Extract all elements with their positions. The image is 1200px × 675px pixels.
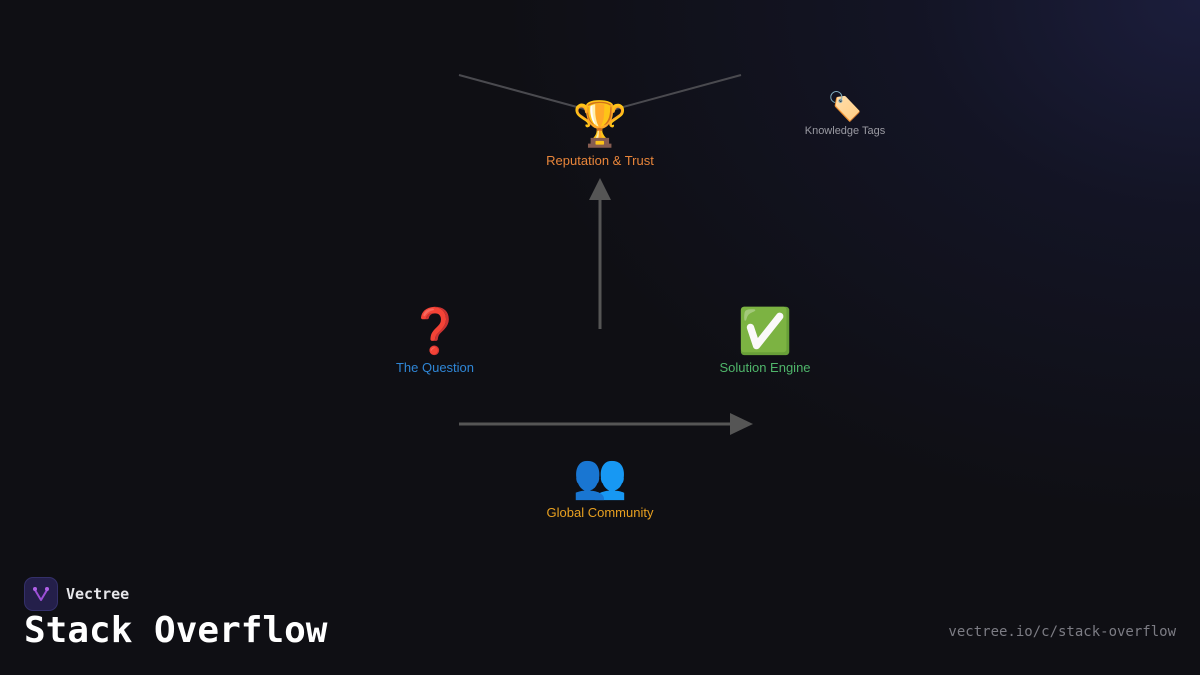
trophy-icon: 🏆 [572,100,628,149]
tag-icon: 🏷️ [827,91,863,122]
node-solution-engine[interactable]: ✅ Solution Engine [719,307,811,376]
vectree-logo-icon [24,577,58,611]
arrow-community-to-reputation [589,178,611,329]
node-label: Global Community [546,505,654,520]
node-label: Reputation & Trust [546,153,654,168]
page-url[interactable]: vectree.io/c/stack-overflow [948,624,1176,640]
question-mark-icon: ❓ [407,307,463,356]
node-knowledge-tags[interactable]: 🏷️ Knowledge Tags [804,91,886,138]
people-icon: 👥 [572,452,628,501]
edge-reputation-right [611,74,742,111]
brand: Vectree [24,577,129,611]
node-label: Solution Engine [719,360,811,375]
node-label: Knowledge Tags [804,125,886,137]
node-the-question[interactable]: ❓ The Question [395,307,475,376]
node-reputation-trust[interactable]: 🏆 Reputation & Trust [546,100,654,169]
arrow-question-to-solution [459,413,753,435]
edge-reputation-left [458,74,589,111]
check-mark-icon: ✅ [737,307,793,356]
node-label: The Question [395,360,475,375]
brand-name: Vectree [66,585,130,603]
page-title: Stack Overflow [24,610,328,651]
node-global-community[interactable]: 👥 Global Community [546,452,654,521]
